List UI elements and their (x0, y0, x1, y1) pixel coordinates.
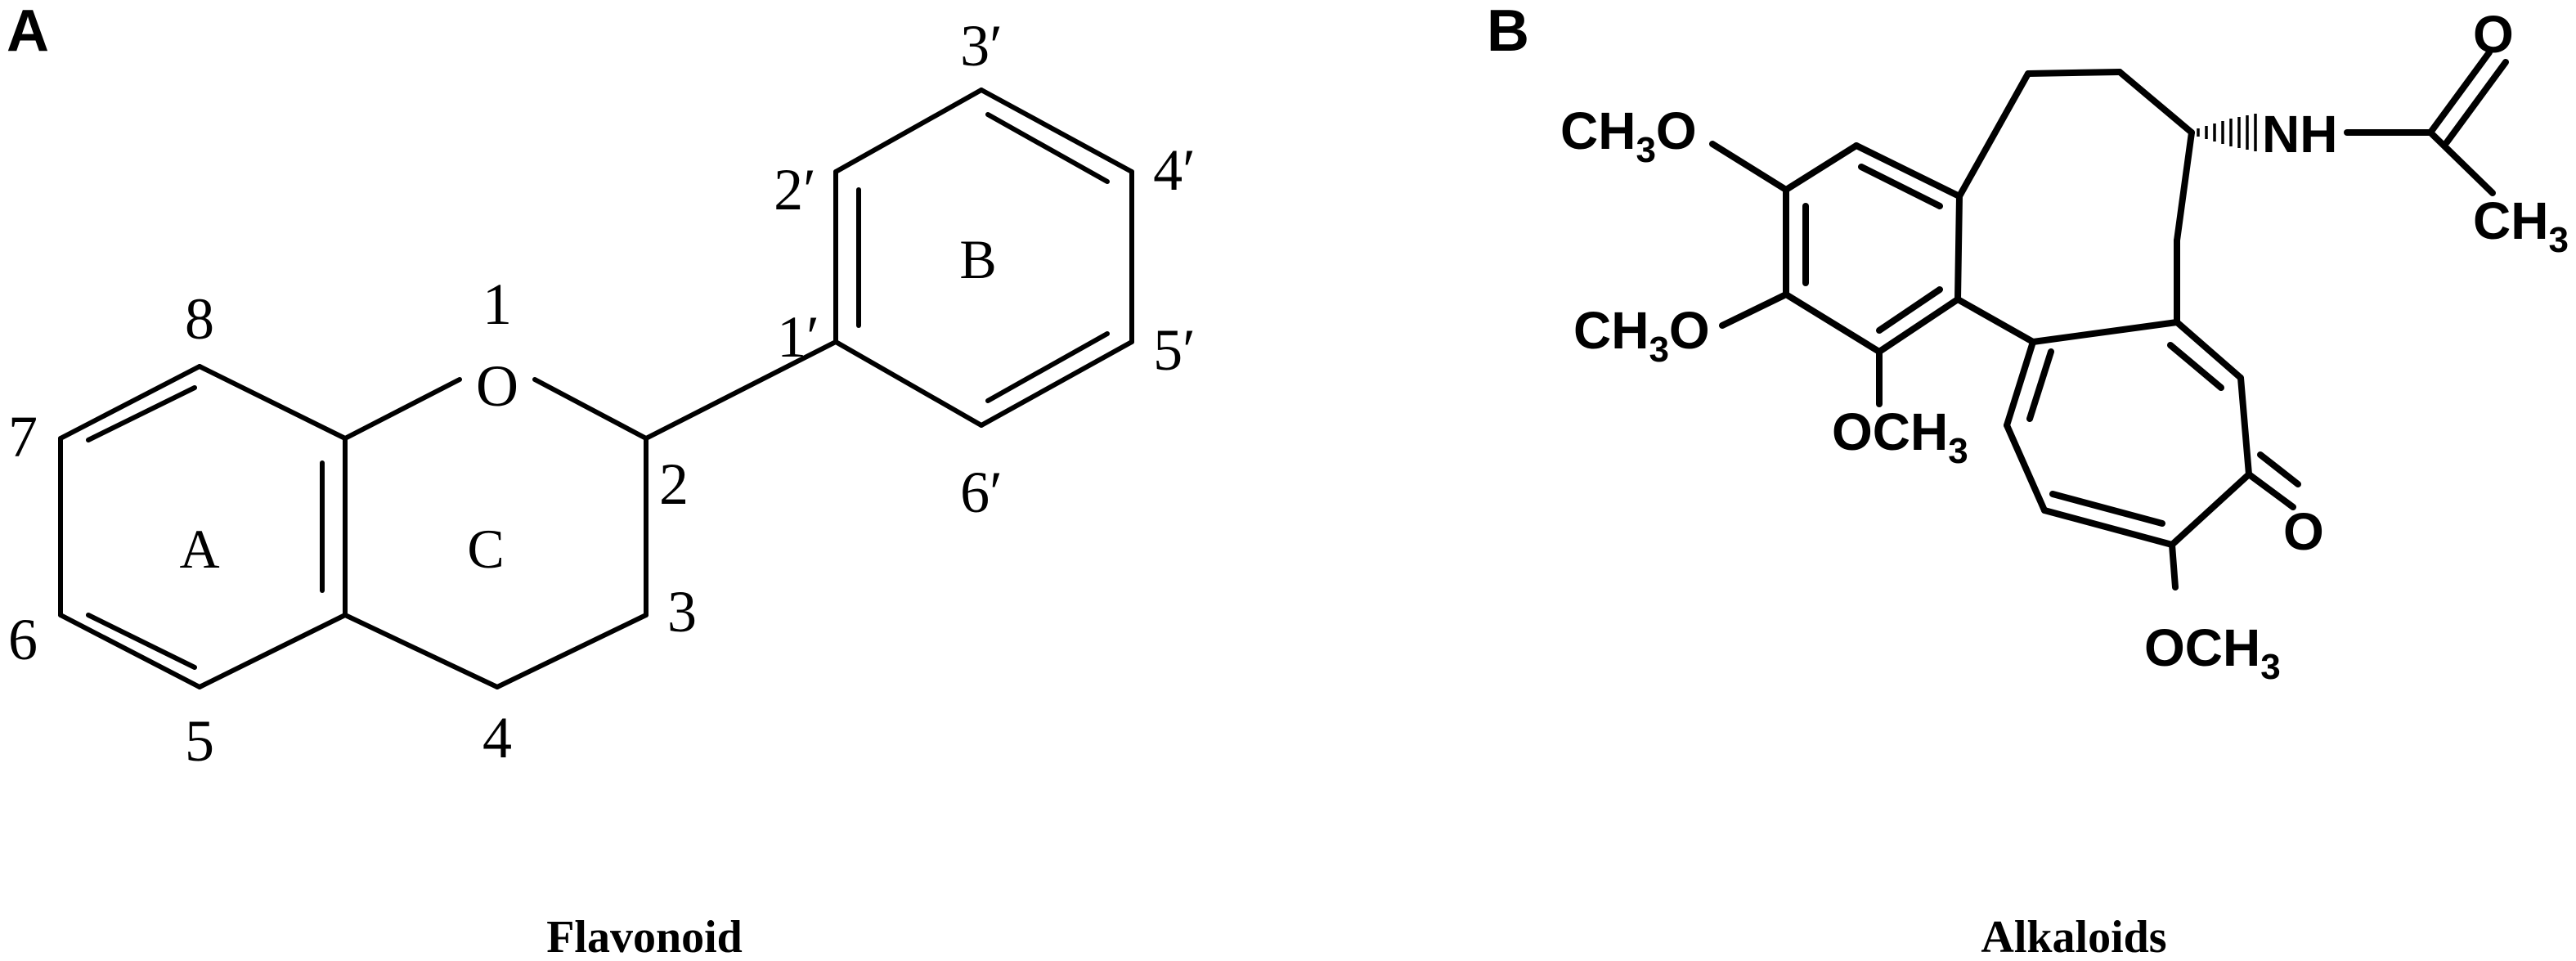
bond-b3 (2116, 69, 2195, 136)
bond-c7-c1 (2004, 339, 2036, 429)
double-bond-c5p-c6p (985, 331, 1110, 403)
bond-c2-c3 (2174, 319, 2244, 381)
double-bond-c7-c8 (86, 385, 197, 442)
methoxy-group-3: OCH3 (1832, 402, 1968, 471)
bond-b2 (2025, 69, 2123, 77)
bond-a4-a5 (1783, 291, 1883, 355)
acyl-double-bond-1 (2427, 49, 2493, 136)
methoxy-4-subscript: 3 (2260, 647, 2280, 687)
acetyl-methyl-ch: CH (2473, 191, 2548, 250)
bond-b1 (1956, 70, 2031, 200)
position-1-prime-label: 1′ (777, 304, 819, 370)
bond-c4-c4a (343, 613, 500, 689)
position-6-label: 6 (8, 607, 38, 672)
flavonoid-structure: O 1 2 3 4 5 6 7 8 1′ 2′ 3′ 4′ 5′ 6′ A C … (8, 13, 1196, 774)
bond-c5-c4a (197, 613, 348, 689)
double-bond-c5-c6 (86, 613, 197, 670)
position-6-prime-label: 6′ (960, 460, 1003, 525)
bond-a2-a3 (1954, 193, 1963, 303)
panel-a: A (7, 0, 1196, 961)
bond-a1-a2 (1853, 142, 1963, 200)
oxygen-atom-label: O (476, 353, 518, 419)
methoxy-group-2: CH3O (1573, 301, 1710, 370)
bond-c4-c5 (2169, 471, 2252, 548)
double-bond-a1-a2 (1858, 164, 1943, 209)
bond-c3p-c4p (979, 88, 1134, 174)
acyl-oxygen-label: O (2473, 5, 2514, 64)
position-5-label: 5 (185, 708, 214, 774)
methoxy-2-subscript: 3 (1649, 330, 1668, 370)
alkaloid-structure: CH3O CH3O OCH3 OCH3 NH O CH3 O (1560, 5, 2569, 687)
bond-c3-c4 (495, 613, 648, 689)
panel-a-letter: A (7, 0, 49, 64)
bond-c8-c7 (58, 364, 202, 441)
ketone-bond-1 (2246, 471, 2296, 510)
methoxy-1-subscript: 3 (1636, 130, 1655, 170)
methoxy-3-subscript: 3 (1948, 431, 1968, 471)
methoxy-group-1: CH3O (1560, 101, 1697, 170)
ring-b-label: B (959, 228, 996, 290)
double-bond-c2-c3 (2167, 342, 2224, 391)
methoxy-bond-4 (2169, 541, 2179, 591)
bond-o1-c2 (532, 377, 648, 441)
methoxy-bond-1 (1709, 141, 1789, 193)
flavonoid-caption: Flavonoid (546, 912, 743, 961)
ketone-bond-2 (2257, 451, 2301, 487)
bond-c1-c2 (2030, 319, 2180, 345)
position-5-prime-label: 5′ (1153, 317, 1196, 383)
bond-c5p-c6p (979, 339, 1134, 428)
amine-nh-label: NH (2262, 105, 2337, 164)
bond-c6-c5 (58, 613, 202, 689)
alkaloids-caption: Alkaloids (1981, 912, 2166, 961)
position-3-label: 3 (667, 579, 697, 644)
acetyl-methyl-subscript: 3 (2548, 220, 2568, 260)
stereo-hash-wedge (2197, 114, 2257, 151)
ketone-oxygen-label: O (2283, 502, 2324, 561)
bond-a3-a4 (1876, 296, 1961, 355)
methoxy-4-och: OCH (2144, 618, 2260, 677)
bond-c6p-c1p (833, 339, 984, 428)
bond-a6-a1 (1783, 142, 1860, 193)
bond-c5-c6 (2041, 507, 2175, 548)
bond-b4 (2174, 129, 2195, 244)
position-2-prime-label: 2′ (774, 157, 816, 222)
bond-c8a-o1 (343, 377, 462, 441)
ring-a-label: A (179, 518, 219, 580)
methoxy-1-ch: CH (1560, 101, 1636, 160)
methoxy-2-o: O (1669, 301, 1710, 360)
position-2-label: 2 (659, 451, 689, 517)
bond-b5 (1954, 296, 2036, 345)
bond-c8a-c8 (197, 364, 348, 441)
double-bond-c5-c6 (2049, 491, 2165, 527)
bond-c2p-c3p (833, 88, 984, 174)
bond-c3-c4 (2237, 375, 2252, 478)
position-7-label: 7 (8, 404, 38, 469)
panel-b-letter: B (1487, 0, 1529, 64)
methoxy-bond-2 (1719, 291, 1789, 329)
bond-c2-c1p (644, 339, 838, 441)
position-1-label: 1 (482, 272, 512, 337)
double-bond-c3p-c4p (985, 112, 1110, 184)
methoxy-1-o: O (1656, 101, 1697, 160)
methoxy-group-4: OCH3 (2144, 618, 2281, 687)
double-bond-c7-c1 (2026, 348, 2054, 422)
position-4-prime-label: 4′ (1153, 137, 1196, 203)
methoxy-2-ch: CH (1573, 301, 1649, 360)
position-4-label: 4 (482, 705, 512, 770)
ring-c-label: C (467, 518, 504, 580)
bond-carbonyl-methyl (2427, 129, 2496, 196)
acetyl-methyl-group: CH3 (2473, 191, 2569, 260)
double-bond-a3-a4 (1876, 286, 1943, 334)
bond-c6-c7 (2004, 422, 2048, 514)
position-3-prime-label: 3′ (960, 13, 1003, 79)
acyl-double-bond-2 (2444, 59, 2509, 146)
position-8-label: 8 (185, 286, 214, 352)
panel-b: B (1487, 0, 2569, 961)
methoxy-3-och: OCH (1832, 402, 1948, 461)
